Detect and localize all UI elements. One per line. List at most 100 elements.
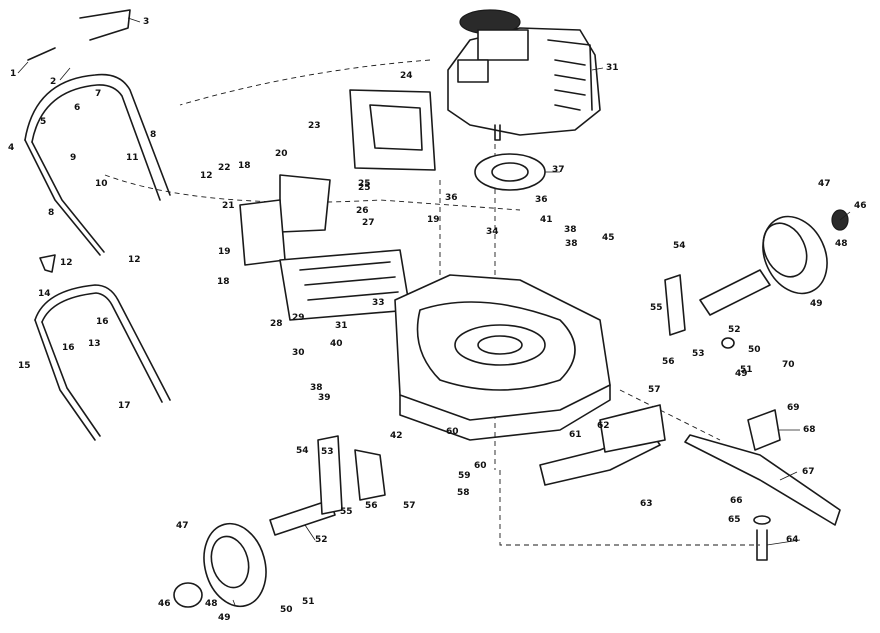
callout-label: 6 (74, 103, 80, 113)
callout-label: 66 (730, 496, 743, 506)
callout-label: 12 (200, 171, 213, 181)
callout-label: 24 (400, 71, 413, 81)
callout-label: 53 (692, 349, 705, 359)
callout-label: 26 (356, 206, 369, 216)
upper-handle (24, 9, 171, 256)
callout-label: 25 (358, 179, 371, 189)
callout-label: 46 (854, 201, 867, 211)
callout-label: 12 (128, 255, 141, 265)
callout-labels: 1 2 3 4 5 6 7 8 8 9 10 11 12 12 13 14 15… (8, 17, 867, 623)
callout-label: 8 (150, 130, 156, 140)
callout-label: 8 (48, 208, 54, 218)
rear-axle (664, 269, 771, 349)
callout-label: 41 (540, 215, 553, 225)
callout-label: 60 (474, 461, 487, 471)
callout-label: 23 (308, 121, 321, 131)
callout-label: 47 (818, 179, 831, 189)
callout-label: 16 (96, 317, 109, 327)
callout-label: 61 (569, 430, 582, 440)
callout-label: 48 (835, 239, 848, 249)
mower-blade (684, 409, 841, 561)
callout-label: 59 (458, 471, 471, 481)
callout-label: 48 (205, 599, 218, 609)
callout-label: 18 (238, 161, 251, 171)
callout-label: 11 (126, 153, 139, 163)
callout-label: 68 (803, 425, 816, 435)
callout-label: 18 (217, 277, 230, 287)
callout-label: 36 (535, 195, 548, 205)
callout-label: 47 (176, 521, 189, 531)
callout-label: 55 (650, 303, 663, 313)
callout-label: 5 (40, 117, 46, 127)
callout-label: 40 (330, 339, 343, 349)
callout-label: 37 (552, 165, 565, 175)
callout-label: 49 (810, 299, 823, 309)
rear-wheel-right (762, 209, 849, 295)
callout-label: 22 (218, 163, 231, 173)
callout-label: 29 (292, 313, 305, 323)
callout-label: 58 (457, 488, 470, 498)
callout-label: 15 (18, 361, 31, 371)
callout-label: 27 (362, 218, 375, 228)
callout-label: 56 (365, 501, 378, 511)
callout-label: 12 (60, 258, 73, 268)
callout-label: 56 (662, 357, 675, 367)
callout-label: 10 (95, 179, 108, 189)
callout-label: 54 (296, 446, 309, 456)
callout-label: 60 (446, 427, 459, 437)
callout-label: 57 (648, 385, 661, 395)
front-wheel-left (173, 522, 267, 608)
callout-label: 50 (748, 345, 761, 355)
callout-label: 7 (95, 89, 101, 99)
callout-label: 49 (218, 613, 231, 623)
callout-label: 20 (275, 149, 288, 159)
callout-label: 17 (118, 401, 131, 411)
callout-label: 36 (445, 193, 458, 203)
callout-label: 31 (335, 321, 348, 331)
callout-label: 64 (786, 535, 799, 545)
front-axle (269, 435, 386, 536)
control-bracket (239, 89, 436, 266)
lower-handle (34, 254, 171, 441)
callout-label: 16 (62, 343, 75, 353)
callout-label: 31 (606, 63, 619, 73)
callout-label: 53 (321, 447, 334, 457)
mower-deck (394, 274, 611, 441)
callout-label: 54 (673, 241, 686, 251)
callout-label: 25 (358, 183, 371, 193)
callout-label: 49 (735, 369, 748, 379)
callout-label: 14 (38, 289, 51, 299)
callout-label: 50 (280, 605, 293, 615)
callout-label: 34 (486, 227, 499, 237)
callout-label: 57 (403, 501, 416, 511)
callout-label: 52 (315, 535, 328, 545)
callout-label: 3 (143, 17, 149, 27)
callout-label: 67 (802, 467, 815, 477)
engine-adapter-ring (474, 153, 546, 191)
callout-label: 30 (292, 348, 305, 358)
callout-label: 39 (318, 393, 331, 403)
callout-label: 51 (740, 365, 753, 375)
callout-label: 21 (222, 201, 235, 211)
callout-label: 45 (602, 233, 615, 243)
rear-skirt (539, 404, 666, 486)
callout-label: 69 (787, 403, 800, 413)
engine (447, 9, 601, 141)
callout-label: 62 (597, 421, 610, 431)
callout-label: 9 (70, 153, 76, 163)
rear-baffle (279, 249, 411, 321)
callout-label: 19 (427, 215, 440, 225)
callout-label: 19 (218, 247, 231, 257)
callout-label: 65 (728, 515, 741, 525)
callout-label: 2 (50, 77, 56, 87)
callout-label: 51 (302, 597, 315, 607)
callout-label: 52 (728, 325, 741, 335)
callout-label: 28 (270, 319, 283, 329)
callout-label: 33 (372, 298, 385, 308)
callout-label: 63 (640, 499, 653, 509)
callout-label: 55 (340, 507, 353, 517)
callout-label: 4 (8, 143, 14, 153)
callout-label: 1 (10, 69, 16, 79)
callout-label: 42 (390, 431, 403, 441)
